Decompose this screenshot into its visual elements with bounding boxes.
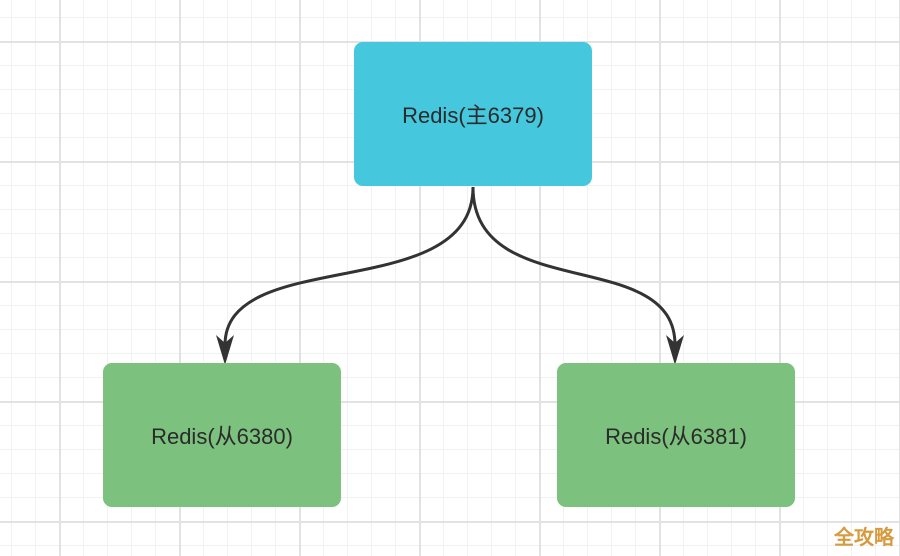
redis-master-label: Redis(主6379) xyxy=(402,103,544,128)
redis-slave-6380-label: Redis(从6380) xyxy=(151,424,293,449)
redis-master-node[interactable]: Redis(主6379) xyxy=(354,42,592,186)
redis-slave-6380-node[interactable]: Redis(从6380) xyxy=(103,363,341,507)
redis-slave-6381-node[interactable]: Redis(从6381) xyxy=(557,363,795,507)
edge-master-to-slave2 xyxy=(471,186,677,346)
arrowhead-slave1 xyxy=(216,335,234,365)
redis-slave-6381-label: Redis(从6381) xyxy=(605,424,747,449)
watermark-logo: 全攻略 xyxy=(834,525,894,549)
arrowhead-slave2 xyxy=(666,335,684,365)
edge-master-to-slave1 xyxy=(223,186,475,346)
